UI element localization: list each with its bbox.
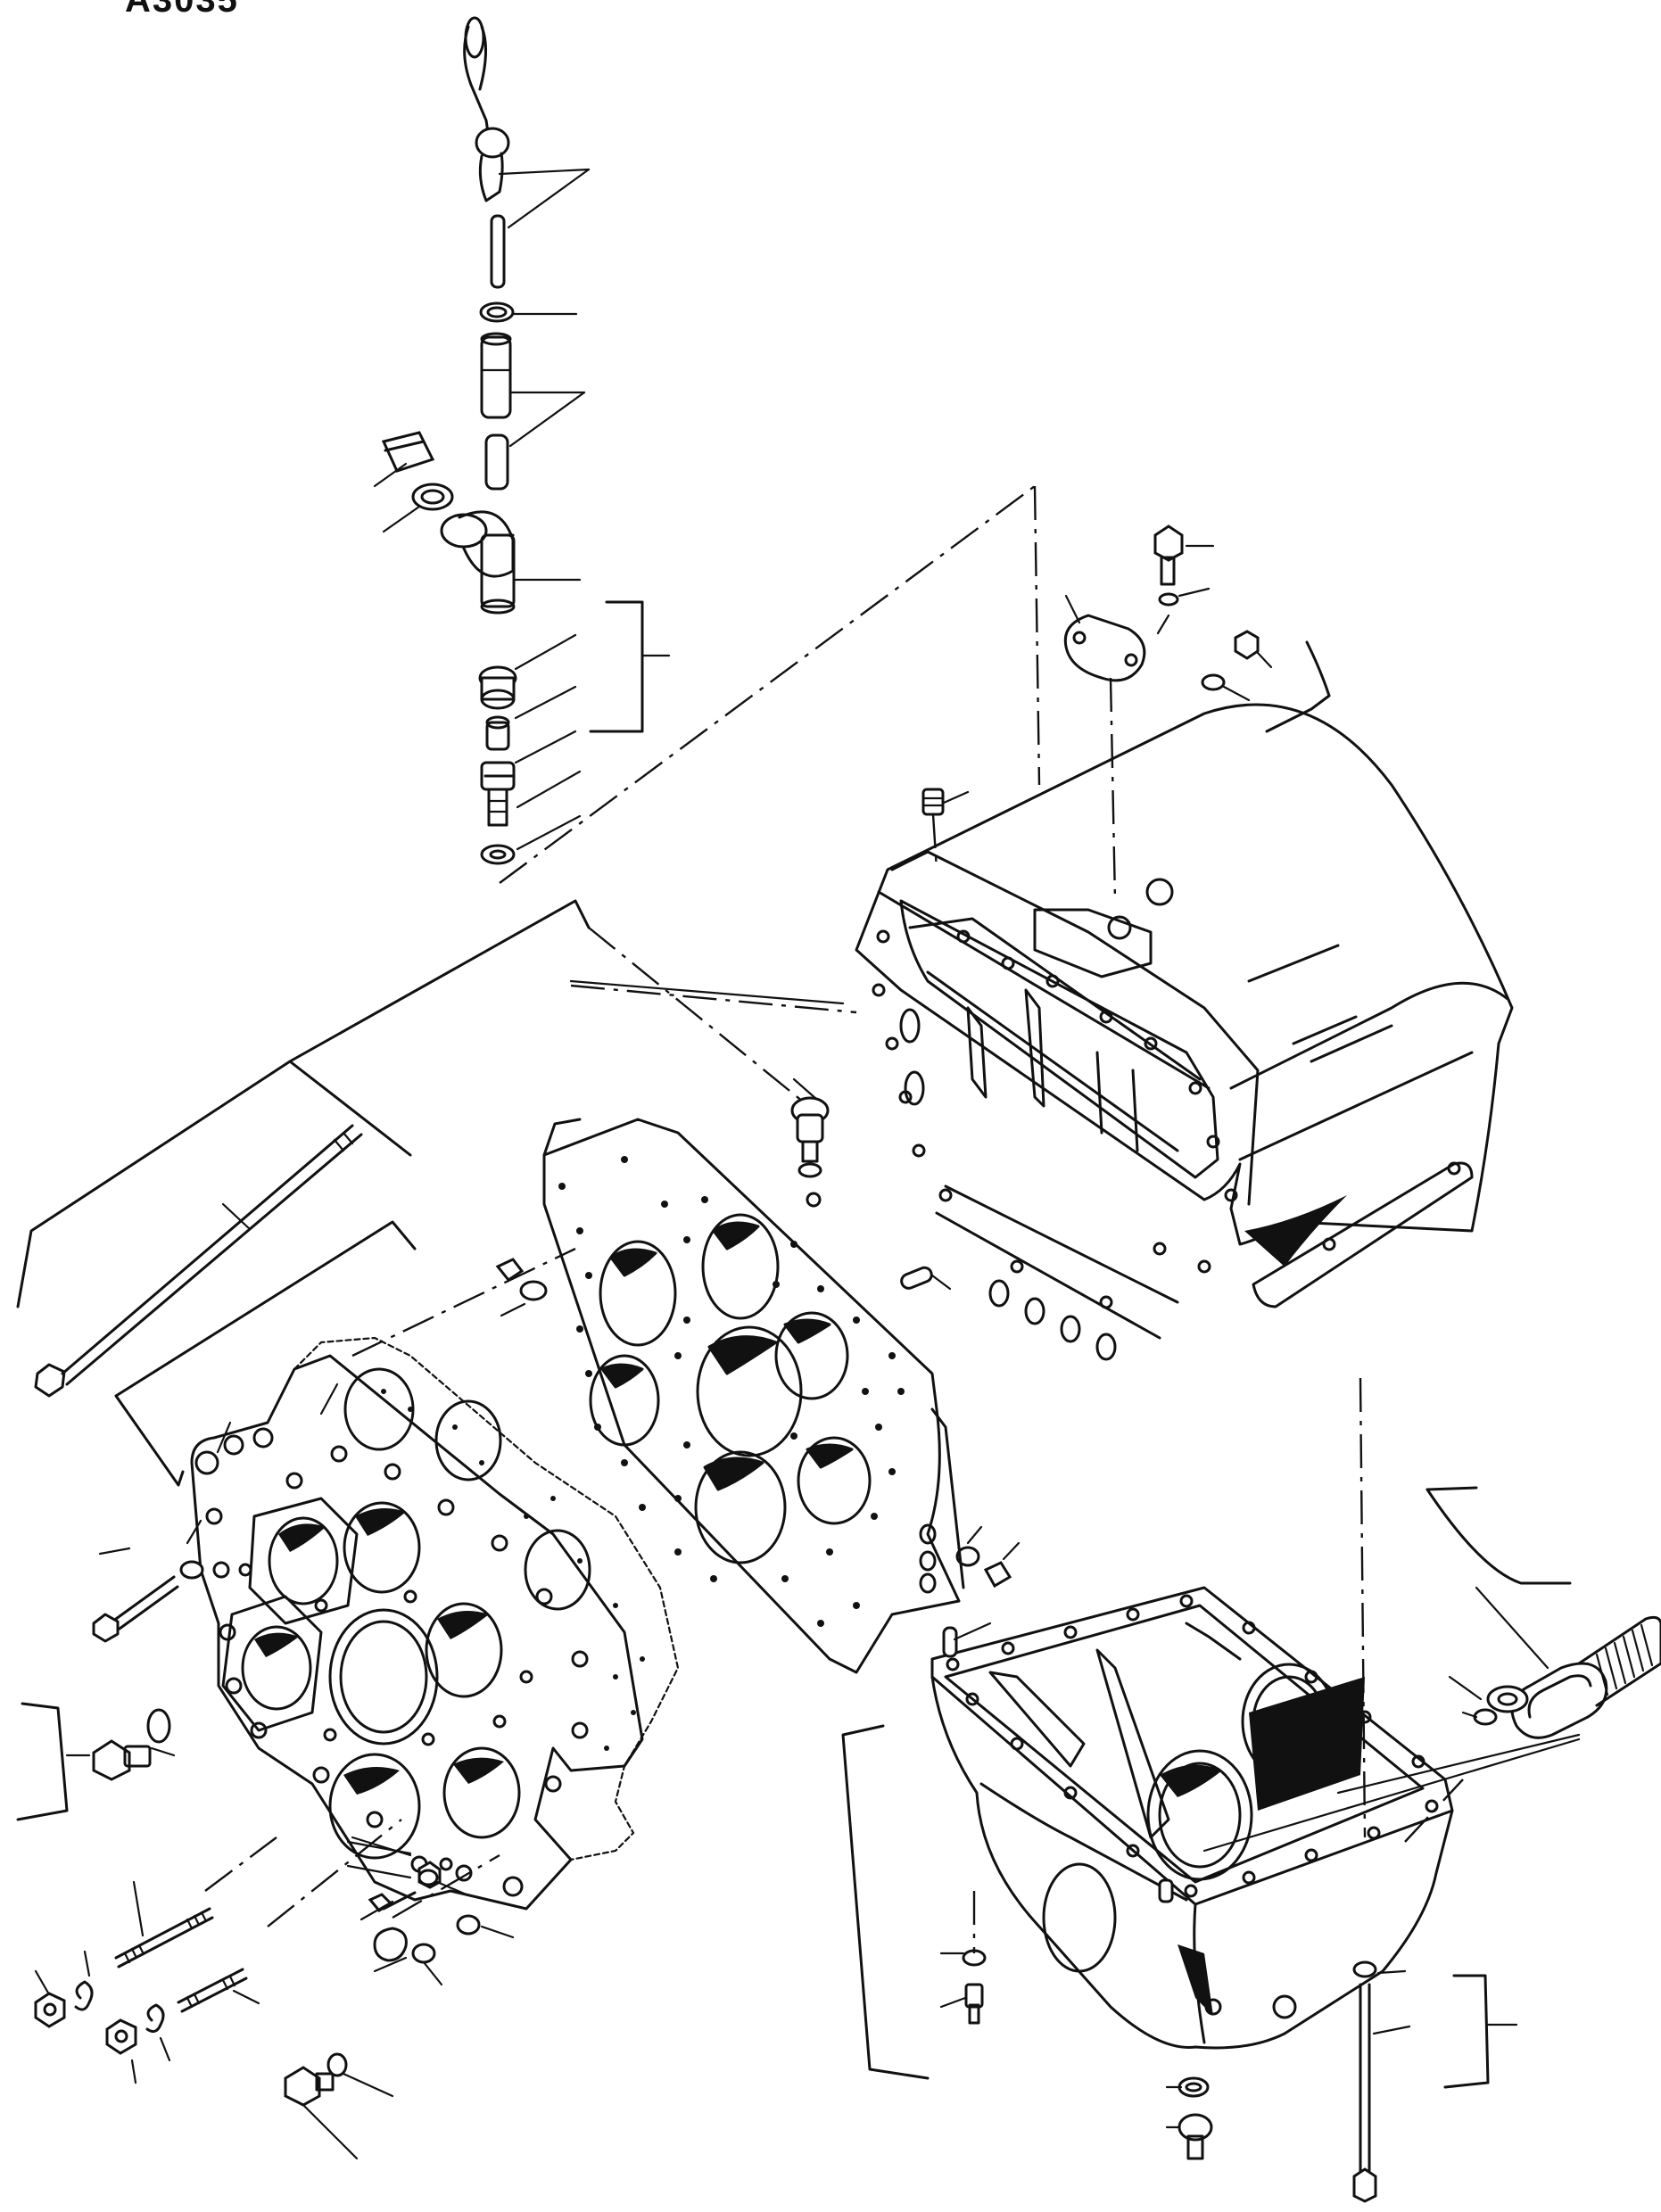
front-cover — [190, 1336, 680, 1911]
guide-line — [267, 1819, 402, 1927]
leader-line — [1336, 1733, 1581, 1795]
leader-line — [1202, 1737, 1581, 1853]
nuts — [34, 1950, 171, 2084]
sump-drain-plug — [1165, 2076, 1213, 2160]
dipstick-seal-ring — [479, 301, 578, 323]
cover-nut-washer — [1201, 630, 1331, 733]
sump-bracket — [841, 1724, 930, 2080]
sump-housing — [930, 1586, 1454, 2050]
filler-plug — [373, 431, 454, 533]
leader-line — [569, 979, 845, 1005]
leader-line — [346, 1840, 412, 1855]
towing-hook — [1425, 1486, 1661, 1739]
adapter-side-screws — [955, 1525, 1021, 1589]
dowel-pin — [900, 1266, 952, 1291]
leader-line — [319, 1382, 339, 1416]
housing-breather — [921, 788, 970, 871]
sump-drain-bolt — [939, 1891, 987, 2025]
washers — [284, 1861, 515, 2160]
guide-line — [499, 485, 1036, 884]
guide-line — [1033, 485, 1041, 786]
guide-line — [570, 984, 857, 1014]
sump-long-bolt — [1352, 1960, 1518, 2203]
filler-elbow — [440, 510, 582, 615]
adapter-small-screw — [495, 1258, 548, 1317]
housing-cover-plate — [1063, 594, 1146, 902]
drain-fittings — [478, 600, 671, 865]
cover-bolt-medium — [16, 1702, 176, 1821]
guide-line — [1359, 1377, 1367, 1838]
page-code: A3035 — [125, 0, 239, 20]
adapter-breather — [790, 1077, 830, 1208]
guide-line — [351, 1247, 576, 1358]
rear-housing — [855, 703, 1514, 1361]
guide-line — [1404, 1779, 1464, 1843]
dipstick — [463, 16, 591, 289]
guide-line — [204, 1836, 277, 1892]
sump-dowel — [942, 1622, 1174, 1903]
dipstick-tube — [480, 332, 586, 491]
adapter-plate — [542, 1118, 965, 1674]
studs — [114, 1880, 260, 2013]
guide-line — [588, 927, 804, 1102]
cover-bolt-small — [92, 1519, 204, 1643]
long-bolt — [16, 899, 591, 1487]
cover-bolt — [1153, 524, 1215, 635]
leader-line — [216, 1421, 232, 1454]
